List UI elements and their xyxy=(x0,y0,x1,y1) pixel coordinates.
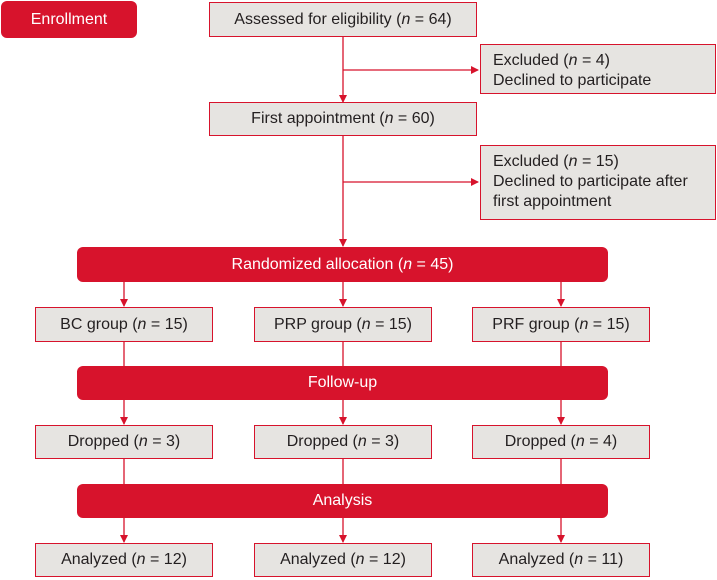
dropped-prp-post: = 3) xyxy=(366,433,400,450)
first-appointment-n: n xyxy=(384,110,394,127)
dropped-prp-pre: Dropped ( xyxy=(286,433,358,450)
prf-group-pre: PRF group ( xyxy=(492,315,580,333)
assessed-text-n: n xyxy=(401,10,411,28)
dropped-prf-post: = 4) xyxy=(584,433,618,450)
analyzed-prf-post: = 11) xyxy=(583,551,624,568)
excluded1-pre: Excluded ( xyxy=(493,52,569,69)
prf-group-box: PRF group (n = 15) xyxy=(472,307,650,342)
analyzed-bc-n: n xyxy=(136,551,146,568)
prp-group-box: PRP group (n = 15) xyxy=(254,307,432,342)
analysis-bar: Analysis xyxy=(77,484,608,518)
assessed-box: Assessed for eligibility (n = 64) xyxy=(209,2,477,37)
randomized-pre: Randomized allocation ( xyxy=(231,255,404,273)
dropped-box-prp: Dropped (n = 3) xyxy=(254,425,432,459)
dropped-box-bc: Dropped (n = 3) xyxy=(35,425,213,459)
prp-group-post: = 15) xyxy=(370,315,412,333)
dropped-bc-n: n xyxy=(138,433,148,450)
analyzed-prf-n: n xyxy=(574,551,584,568)
excluded2-reason-line1: Declined to participate after xyxy=(493,173,688,190)
randomized-post: = 45) xyxy=(412,255,454,273)
excluded1-post: = 4) xyxy=(577,52,610,69)
prp-group-n: n xyxy=(361,315,371,333)
dropped-box-prf: Dropped (n = 4) xyxy=(472,425,650,459)
assessed-text-pre: Assessed for eligibility ( xyxy=(234,10,402,28)
excluded2-pre: Excluded ( xyxy=(493,153,569,170)
bc-group-pre: BC group ( xyxy=(60,315,138,333)
excluded-box-1: Excluded (n = 4) Declined to participate xyxy=(480,44,716,94)
dropped-bc-post: = 3) xyxy=(147,433,181,450)
prf-group-n: n xyxy=(579,315,589,333)
prp-group-pre: PRP group ( xyxy=(273,315,362,333)
analyzed-bc-pre: Analyzed ( xyxy=(61,551,137,568)
bc-group-n: n xyxy=(137,315,147,333)
excluded1-n: n xyxy=(568,52,578,69)
assessed-text-post: = 64) xyxy=(410,10,452,28)
first-appointment-post: = 60) xyxy=(393,110,435,127)
dropped-prf-pre: Dropped ( xyxy=(504,433,576,450)
bc-group-post: = 15) xyxy=(146,315,188,333)
analyzed-box-prf: Analyzed (n = 11) xyxy=(472,543,650,577)
analyzed-prp-pre: Analyzed ( xyxy=(280,551,356,568)
dropped-bc-pre: Dropped ( xyxy=(67,433,139,450)
enrollment-label: Enrollment xyxy=(1,1,137,38)
excluded1-reason: Declined to participate xyxy=(493,72,652,89)
analyzed-box-prp: Analyzed (n = 12) xyxy=(254,543,432,577)
dropped-prf-n: n xyxy=(575,433,585,450)
excluded2-reason-line2: first appointment xyxy=(493,193,612,210)
bc-group-box: BC group (n = 15) xyxy=(35,307,213,342)
follow-up-bar: Follow-up xyxy=(77,366,608,400)
first-appointment-box: First appointment (n = 60) xyxy=(209,102,477,136)
prf-group-post: = 15) xyxy=(588,315,630,333)
analyzed-prp-n: n xyxy=(355,551,365,568)
excluded2-post: = 15) xyxy=(577,153,619,170)
analyzed-bc-post: = 12) xyxy=(145,551,187,568)
analyzed-prp-post: = 12) xyxy=(364,551,406,568)
excluded2-n: n xyxy=(568,153,578,170)
dropped-prp-n: n xyxy=(357,433,367,450)
randomized-n: n xyxy=(403,255,413,273)
analyzed-prf-pre: Analyzed ( xyxy=(498,551,575,568)
first-appointment-pre: First appointment ( xyxy=(251,110,385,127)
randomized-allocation-bar: Randomized allocation (n = 45) xyxy=(77,247,608,282)
analyzed-box-bc: Analyzed (n = 12) xyxy=(35,543,213,577)
excluded-box-2: Excluded (n = 15) Declined to participat… xyxy=(480,145,716,220)
